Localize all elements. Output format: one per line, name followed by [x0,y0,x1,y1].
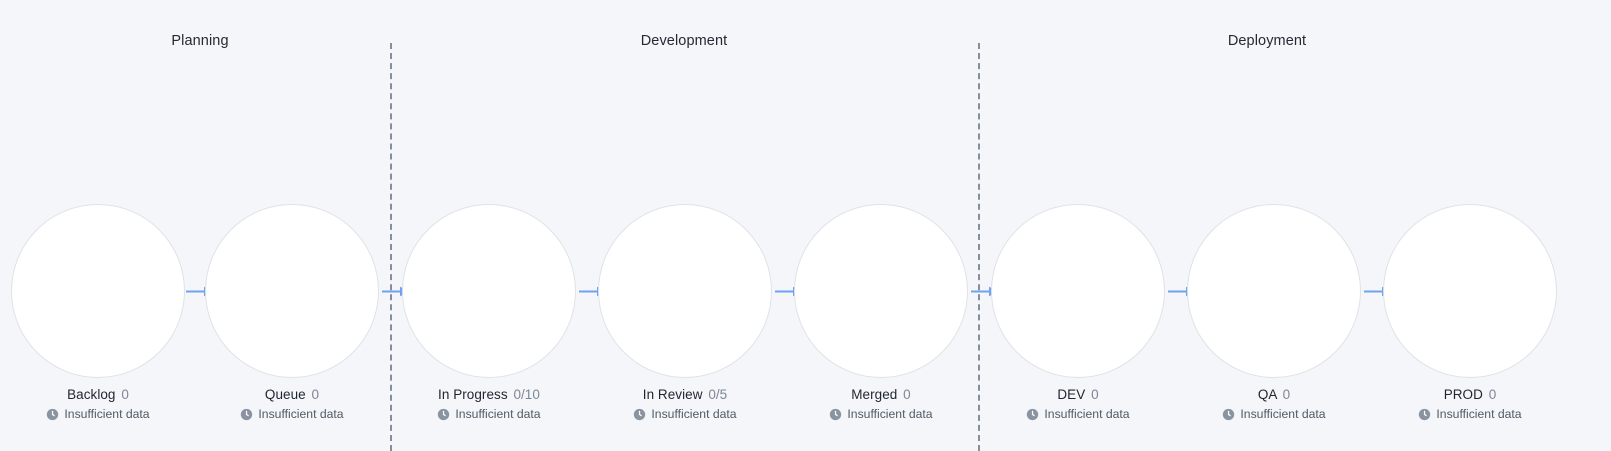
stage-in-progress-title: In Progress [438,387,508,402]
stage-prod-note: Insufficient data [1383,407,1557,421]
stage-dev-note-text: Insufficient data [1044,407,1130,421]
stage-backlog-note-text: Insufficient data [64,407,150,421]
stage-merged-note-text: Insufficient data [847,407,933,421]
stage-queue-count: 0 [311,387,320,402]
stage-queue-title: Queue [264,387,306,402]
phase-deployment-label: Deployment [1227,33,1307,49]
stage-in-review-note: Insufficient data [598,407,772,421]
stage-prod-bubble[interactable] [1383,204,1557,378]
stage-in-review-note-text: Insufficient data [651,407,737,421]
stage-backlog-caption: Backlog 0 [11,387,185,402]
stage-in-progress-count: 0/10 [513,387,540,402]
stage-qa-caption: QA 0 [1187,387,1361,402]
stage-queue-bubble[interactable] [205,204,379,378]
stage-dev-bubble[interactable] [991,204,1165,378]
clock-icon [830,408,842,420]
stage-prod-title: PROD [1443,387,1483,402]
stage-merged-count: 0 [903,387,911,402]
stage-backlog-note: Insufficient data [11,407,185,421]
stage-prod-count: 0 [1488,387,1497,402]
stage-in-review-title: In Review [642,387,703,402]
clock-icon [438,408,450,420]
stage-in-progress-bubble[interactable] [402,204,576,378]
stage-backlog-count: 0 [121,387,129,402]
stage-backlog-title: Backlog [67,387,116,402]
clock-icon [1419,408,1431,420]
stage-queue-caption: Queue 0 [205,387,379,402]
stage-in-review-bubble[interactable] [598,204,772,378]
divider-development-deployment [978,43,980,451]
stage-prod-note-text: Insufficient data [1436,407,1522,421]
stage-merged-note: Insufficient data [794,407,968,421]
stage-prod-caption: PROD 0 [1383,387,1557,402]
stage-dev-count: 0 [1091,387,1099,402]
clock-icon [47,408,59,420]
stage-merged-caption: Merged 0 [794,387,968,402]
stage-in-review-count: 0/5 [708,387,728,402]
divider-planning-development [390,43,392,451]
stage-merged-title: Merged [851,387,898,402]
stage-qa-bubble[interactable] [1187,204,1361,378]
stage-dev-caption: DEV 0 [991,387,1165,402]
phase-development-label: Development [640,33,728,49]
stage-qa-count: 0 [1282,387,1291,402]
stage-qa-note: Insufficient data [1187,407,1361,421]
clock-icon [1027,408,1039,420]
stage-qa-note-text: Insufficient data [1240,407,1326,421]
stage-queue-note-text: Insufficient data [258,407,344,421]
phase-planning-label: Planning [171,33,229,49]
clock-icon [1223,408,1235,420]
stage-qa-title: QA [1257,387,1277,402]
stage-merged-bubble[interactable] [794,204,968,378]
stage-in-progress-note-text: Insufficient data [455,407,541,421]
clock-icon [241,408,253,420]
stage-in-progress-note: Insufficient data [402,407,576,421]
stage-backlog-bubble[interactable] [11,204,185,378]
stage-dev-title: DEV [1057,387,1086,402]
stage-queue-note: Insufficient data [205,407,379,421]
stage-in-progress-caption: In Progress 0/10 [402,387,576,402]
stage-dev-note: Insufficient data [991,407,1165,421]
clock-icon [634,408,646,420]
stage-in-review-caption: In Review 0/5 [598,387,772,402]
